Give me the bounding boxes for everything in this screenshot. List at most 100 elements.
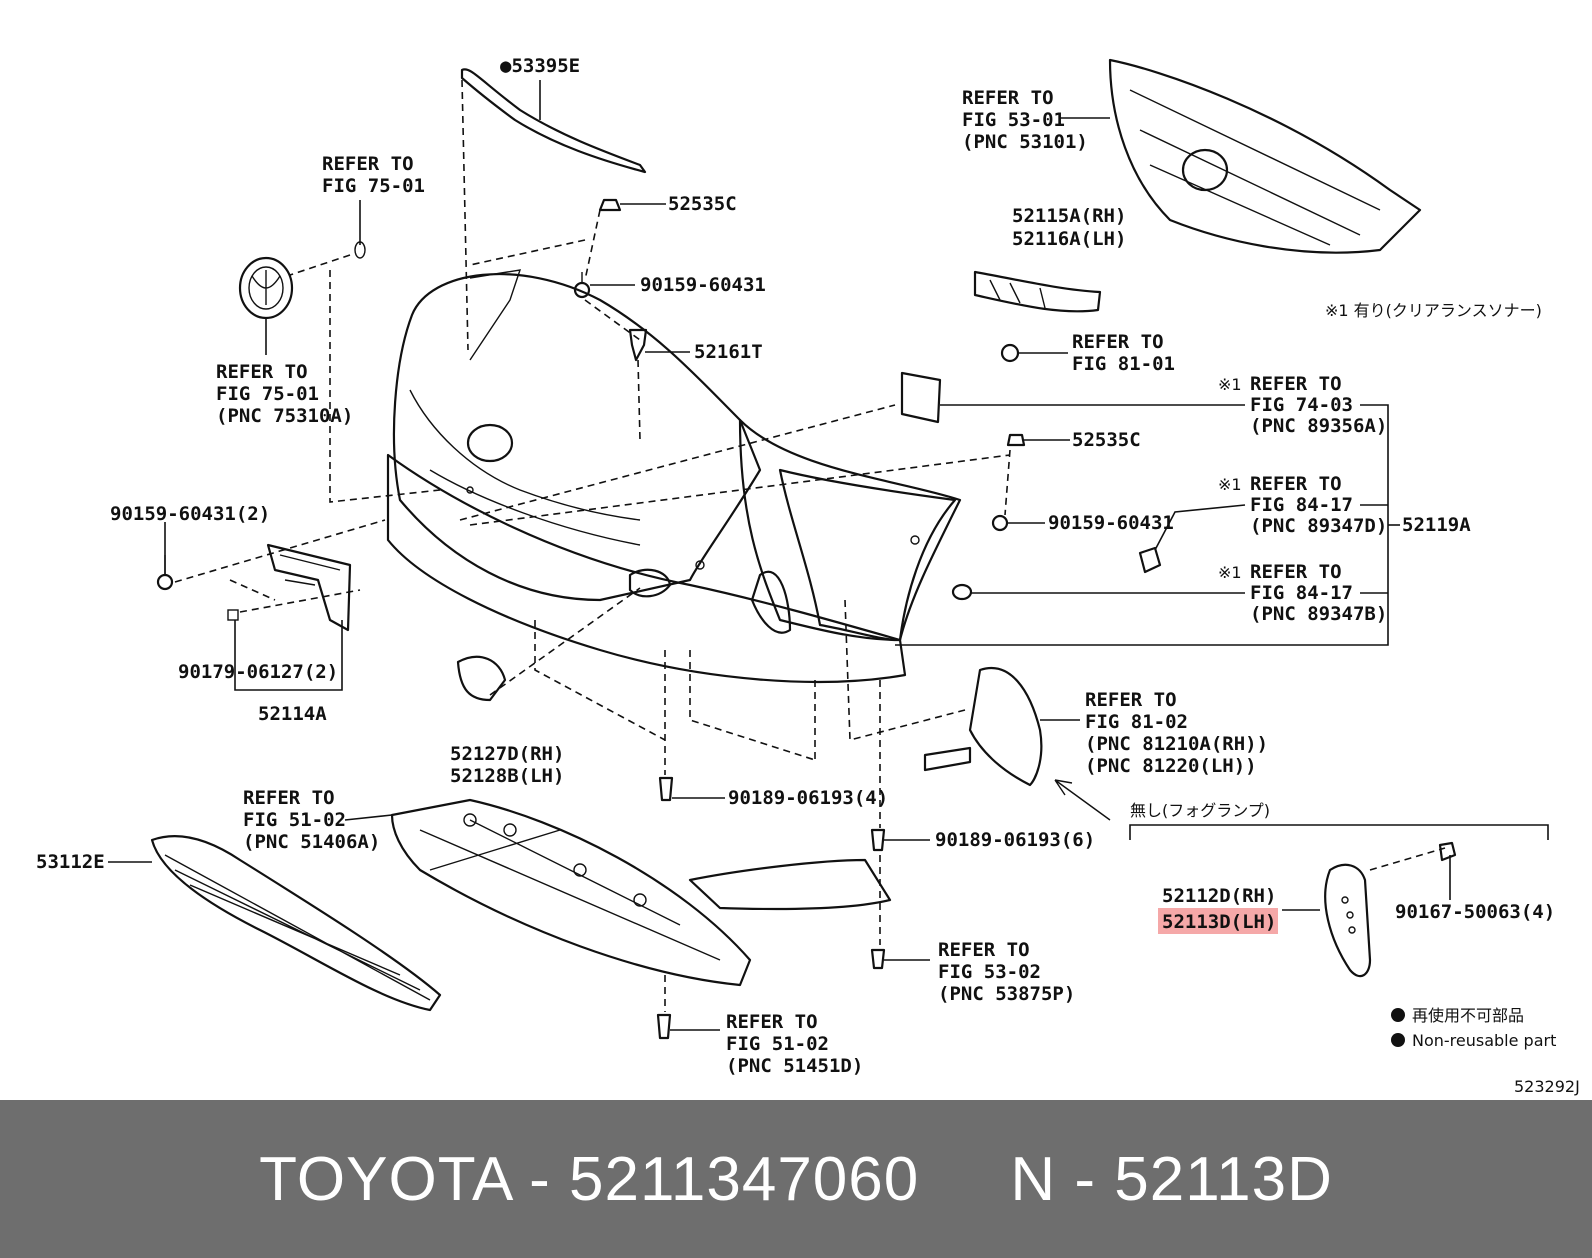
sensor-84-17b (951, 583, 973, 601)
lower-grille (150, 835, 442, 1012)
callout-52128B: 52128B(LH) (450, 765, 564, 787)
callout-52119A: 52119A (1402, 514, 1471, 536)
svg-text:REFER TO: REFER TO (962, 87, 1054, 109)
svg-text:(PNC 51451D): (PNC 51451D) (726, 1055, 863, 1077)
svg-text:REFER TO: REFER TO (1085, 689, 1177, 711)
clip-52535C-top (598, 198, 622, 212)
bolt-90159-top (573, 272, 591, 299)
callout-52115A: 52115A(RH) (1012, 205, 1126, 227)
svg-text:(PNC 51406A): (PNC 51406A) (243, 831, 380, 853)
fog-cover-52113D (1324, 841, 1457, 978)
svg-text:FIG 81-01: FIG 81-01 (1072, 353, 1175, 375)
callout-53112E: 53112E (36, 851, 105, 873)
footer-code: N - 52113D (1010, 1144, 1333, 1214)
note-clearance-sonar: ※1 有り(クリアランスソナー) (1325, 301, 1542, 320)
diagram-id: 523292J (1514, 1077, 1580, 1096)
note-no-fog: 無し(フォグランプ) (1130, 801, 1270, 820)
refer-fig75-bottom: REFER TO FIG 75-01 (PNC 75310A) (216, 361, 353, 427)
note-mark-1a: ※1 (1218, 375, 1242, 394)
footer-brand: TOYOTA (259, 1144, 511, 1214)
parts-diagram: ●53395E 52535C 90159-60431 52161T 52535C… (36, 55, 1580, 1096)
svg-text:REFER TO: REFER TO (938, 939, 1030, 961)
svg-text:REFER TO: REFER TO (726, 1011, 818, 1033)
part-footer-text: TOYOTA - 5211347060 N - 52113D (259, 1144, 1333, 1215)
callout-53395E: ●53395E (500, 55, 580, 77)
svg-text:FIG 81-02: FIG 81-02 (1085, 711, 1188, 733)
svg-text:FIG 75-01: FIG 75-01 (322, 175, 425, 197)
refer-fig51-02b: REFER TO FIG 51-02 (PNC 51451D) (726, 1011, 863, 1077)
svg-text:REFER TO: REFER TO (216, 361, 308, 383)
refer-fig53-01: REFER TO FIG 53-01 (PNC 53101) (962, 87, 1088, 153)
clip-90189-4 (658, 776, 674, 802)
svg-text:(PNC 81210A(RH)): (PNC 81210A(RH)) (1085, 733, 1268, 755)
leader-lines (108, 80, 1549, 1031)
svg-text:FIG 53-01: FIG 53-01 (962, 109, 1065, 131)
fog-cover-52127D (456, 655, 507, 702)
svg-text:FIG 51-02: FIG 51-02 (243, 809, 346, 831)
callout-90159-mid: 90159-60431 (1048, 512, 1174, 534)
svg-text:FIG 51-02: FIG 51-02 (726, 1033, 829, 1055)
svg-text:(PNC 89347D): (PNC 89347D) (1250, 515, 1387, 537)
refer-fig74-03: REFER TO FIG 74-03 (PNC 89356A) (1250, 373, 1387, 437)
bolt-51451D (656, 1013, 672, 1040)
callout-90189-6: 90189-06193(6) (935, 829, 1095, 851)
engine-under-cover (390, 798, 752, 987)
radiator-grille (1108, 58, 1422, 254)
svg-text:FIG 84-17: FIG 84-17 (1250, 582, 1353, 604)
refer-fig84-17b: REFER TO FIG 84-17 (PNC 89347B) (1250, 561, 1387, 625)
callout-52535C-top: 52535C (668, 193, 737, 215)
callout-90167: 90167-50063(4) (1395, 901, 1555, 923)
legend-dot-en (1391, 1033, 1405, 1047)
note-mark-1c: ※1 (1218, 563, 1242, 582)
legend-en: Non-reusable part (1412, 1031, 1556, 1050)
callout-90159-top: 90159-60431 (640, 274, 766, 296)
refer-fig81-02: REFER TO FIG 81-02 (PNC 81210A(RH)) (PNC… (1085, 689, 1268, 777)
svg-text:(PNC 53101): (PNC 53101) (962, 131, 1088, 153)
refer-fig53-02: REFER TO FIG 53-02 (PNC 53875P) (938, 939, 1075, 1005)
refer-fig51-02a: REFER TO FIG 51-02 (PNC 51406A) (243, 787, 380, 853)
assembly-lines (174, 79, 1446, 1012)
svg-text:(PNC 89356A): (PNC 89356A) (1250, 415, 1387, 437)
callout-52112D: 52112D(RH) (1162, 885, 1276, 907)
part-footer-bar: TOYOTA - 5211347060 N - 52113D (0, 1100, 1592, 1258)
svg-text:REFER TO: REFER TO (243, 787, 335, 809)
svg-text:(PNC 89347B): (PNC 89347B) (1250, 603, 1387, 625)
callout-52161T: 52161T (694, 341, 763, 363)
sensor-84-17a (1138, 546, 1162, 574)
callout-52127D: 52127D(RH) (450, 743, 564, 765)
bolt-90159-mid (991, 514, 1009, 532)
callout-52114A: 52114A (258, 703, 327, 725)
toyota-emblem (238, 241, 366, 320)
svg-text:FIG 75-01: FIG 75-01 (216, 383, 319, 405)
callout-52113D: 52113D(LH) (1162, 911, 1276, 933)
callout-52535C-mid: 52535C (1072, 429, 1141, 451)
callout-90179: 90179-06127(2) (178, 661, 338, 683)
clip-52161T (628, 328, 648, 362)
svg-text:FIG 84-17: FIG 84-17 (1250, 494, 1353, 516)
svg-text:REFER TO: REFER TO (1250, 373, 1342, 395)
clip-90189-6 (870, 828, 886, 852)
svg-text:REFER TO: REFER TO (1072, 331, 1164, 353)
svg-text:(PNC 75310A): (PNC 75310A) (216, 405, 353, 427)
svg-text:(PNC 53875P): (PNC 53875P) (938, 983, 1075, 1005)
under-plate (688, 858, 892, 911)
bolt-53875P (870, 948, 886, 970)
callout-90189-4: 90189-06193(4) (728, 787, 888, 809)
svg-text:FIG 53-02: FIG 53-02 (938, 961, 1041, 983)
front-bumper-cover (386, 269, 962, 683)
sticker-89356A (900, 371, 942, 424)
footer-part-number: 5211347060 (569, 1144, 920, 1214)
refer-fig75-top: REFER TO FIG 75-01 (322, 153, 425, 197)
refer-fig84-17a: REFER TO FIG 84-17 (PNC 89347D) (1250, 473, 1387, 537)
svg-text:REFER TO: REFER TO (1250, 561, 1342, 583)
svg-text:FIG 74-03: FIG 74-03 (1250, 394, 1353, 416)
svg-text:REFER TO: REFER TO (1250, 473, 1342, 495)
footer-separator: - (510, 1144, 570, 1214)
svg-text:REFER TO: REFER TO (322, 153, 414, 175)
license-plate-bracket (227, 543, 352, 632)
clip-52535C-mid (1006, 433, 1026, 447)
fog-lamp (923, 667, 1111, 821)
legend-jp: 再使用不可部品 (1412, 1006, 1524, 1025)
refer-fig81-01: REFER TO FIG 81-01 (1072, 331, 1175, 375)
selected-part-highlight (1158, 908, 1278, 934)
